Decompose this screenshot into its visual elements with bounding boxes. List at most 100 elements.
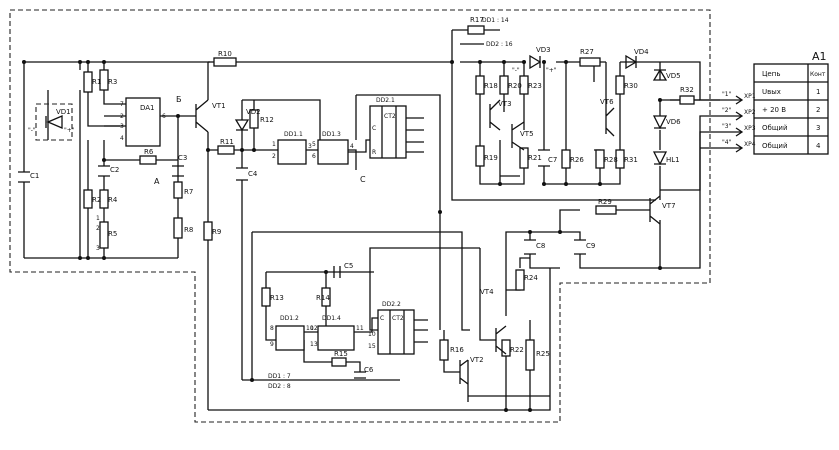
label-r28: R28	[604, 156, 618, 164]
transistor-vt1	[195, 99, 209, 133]
diode-bodies	[35, 54, 668, 166]
pin-dd22-15: 15	[368, 343, 376, 350]
label-dd1-1: DD1.1	[284, 131, 303, 138]
note-pwr-top-1: DD1 : 14	[482, 17, 509, 24]
capacitor-c8	[524, 239, 536, 255]
label-r11: R11	[220, 138, 234, 146]
pin-dd21-r: R	[372, 149, 376, 156]
resistor-r15	[331, 357, 347, 367]
label-r10: R10	[218, 50, 232, 58]
note-pwr-bot-2: DD2 : 8	[268, 383, 291, 390]
pin-r5-3: 3	[96, 245, 100, 252]
resistor-r13	[261, 287, 271, 307]
chip-dd1-4	[317, 325, 355, 351]
label-c9: C9	[586, 242, 595, 250]
chip-dd2-1	[369, 105, 407, 159]
note-pwr-bot-1: DD1 : 7	[268, 373, 291, 380]
transistor-bodies	[195, 99, 661, 385]
label-c1: C1	[30, 172, 39, 180]
labels: R1 R3 R2 R4 R5 R6 R7 R8 R9 R10 R11 R12 R…	[28, 16, 694, 390]
connector-row-2-contact: 2	[816, 106, 820, 114]
node-c: С	[360, 175, 366, 184]
junctions	[22, 60, 662, 412]
label-dd2-2: DD2.2	[382, 301, 401, 308]
pin-dd12-8: 8	[270, 325, 274, 332]
resistor-r23	[519, 75, 529, 95]
pin-da1-3: 3	[120, 123, 124, 130]
pin-da1-6: 6	[162, 113, 166, 120]
connector-row-4-circuit: Общий	[762, 142, 788, 150]
label-r7: R7	[184, 188, 193, 196]
resistor-r31	[615, 149, 625, 169]
label-vt4: VT4	[480, 288, 494, 296]
label-c7: C7	[548, 156, 557, 164]
label-r22: R22	[510, 346, 524, 354]
connector-header-circuit: Цепь	[762, 70, 780, 78]
label-r23: R23	[528, 82, 542, 90]
label-r19: R19	[484, 154, 498, 162]
diode-vd2	[234, 119, 250, 132]
connector-row-3-contact: 3	[816, 124, 820, 132]
label-hl1: HL1	[666, 156, 680, 164]
label-c2: C2	[110, 166, 119, 174]
diode-vd1	[45, 115, 63, 129]
connector-row-1-contact: 1	[816, 88, 820, 96]
capacitor-c7	[538, 149, 550, 167]
label-vt1: VT1	[212, 102, 226, 110]
pin-dd11-3: 3	[308, 143, 312, 150]
resistor-r28	[595, 149, 605, 169]
label-r25: R25	[536, 350, 550, 358]
label-r14: R14	[316, 294, 330, 302]
pin-mark-4: "4"	[722, 139, 732, 146]
resistor-r21	[519, 147, 529, 169]
label-r16: R16	[450, 346, 464, 354]
pin-dd14-12: 12	[310, 325, 318, 332]
chip-dd2-2	[377, 309, 415, 355]
resistor-r19	[475, 145, 485, 167]
label-r5: R5	[108, 230, 117, 238]
label-r32: R32	[680, 86, 694, 94]
connector-a1: A1 Цепь Конт Uвых 1 + 20 В 2 Общий 3 Общ…	[720, 50, 829, 155]
label-dd2-1: DD2.1	[376, 97, 395, 104]
label-ct2-1: CT2	[384, 113, 396, 120]
photodiode-frame	[35, 103, 73, 141]
pin-dd14-13: 13	[310, 341, 318, 348]
resistor-r5	[99, 221, 109, 249]
pin-dd12-9: 9	[270, 341, 274, 348]
node-a: А	[154, 177, 160, 186]
resistor-r17	[467, 25, 485, 35]
node-b: Б	[176, 95, 182, 104]
pin-dd11-2: 2	[272, 153, 276, 160]
label-vt6: VT6	[600, 98, 614, 106]
enclosure-outline	[9, 9, 711, 423]
capacitor-c3	[172, 165, 184, 177]
resistor-r22	[501, 339, 511, 357]
label-c5: C5	[344, 262, 353, 270]
pin-dd13-6: 6	[312, 153, 316, 160]
pin-xp3: XP3	[744, 125, 756, 132]
label-r26: R26	[570, 156, 584, 164]
pin-mark-1: "1"	[722, 91, 732, 98]
pin-r5-2: 2	[96, 225, 100, 232]
polarity-minus: "-"	[28, 127, 36, 134]
resistor-r4	[99, 189, 109, 209]
resistor-bodies	[83, 25, 695, 371]
pin-dd13-5: 5	[312, 141, 316, 148]
vd3-minus: "-"	[512, 67, 520, 74]
label-dd1-4: DD1.4	[322, 315, 341, 322]
pin-dd21-c: C	[372, 125, 376, 132]
label-r18: R18	[484, 82, 498, 90]
resistor-r25	[525, 339, 535, 371]
label-r12: R12	[260, 116, 274, 124]
label-da1: DA1	[140, 104, 155, 112]
transistor-vt3	[489, 99, 501, 131]
polarity-plus: "+"	[64, 127, 75, 134]
capacitor-bodies	[18, 149, 586, 379]
label-vd1: VD1	[56, 108, 71, 116]
label-dd1-3: DD1.3	[322, 131, 341, 138]
capacitor-c1	[18, 171, 30, 183]
pin-da1-4: 4	[120, 135, 124, 142]
resistor-r1	[83, 71, 93, 93]
connector-ref: A1	[812, 50, 827, 63]
connector-table	[753, 63, 829, 155]
